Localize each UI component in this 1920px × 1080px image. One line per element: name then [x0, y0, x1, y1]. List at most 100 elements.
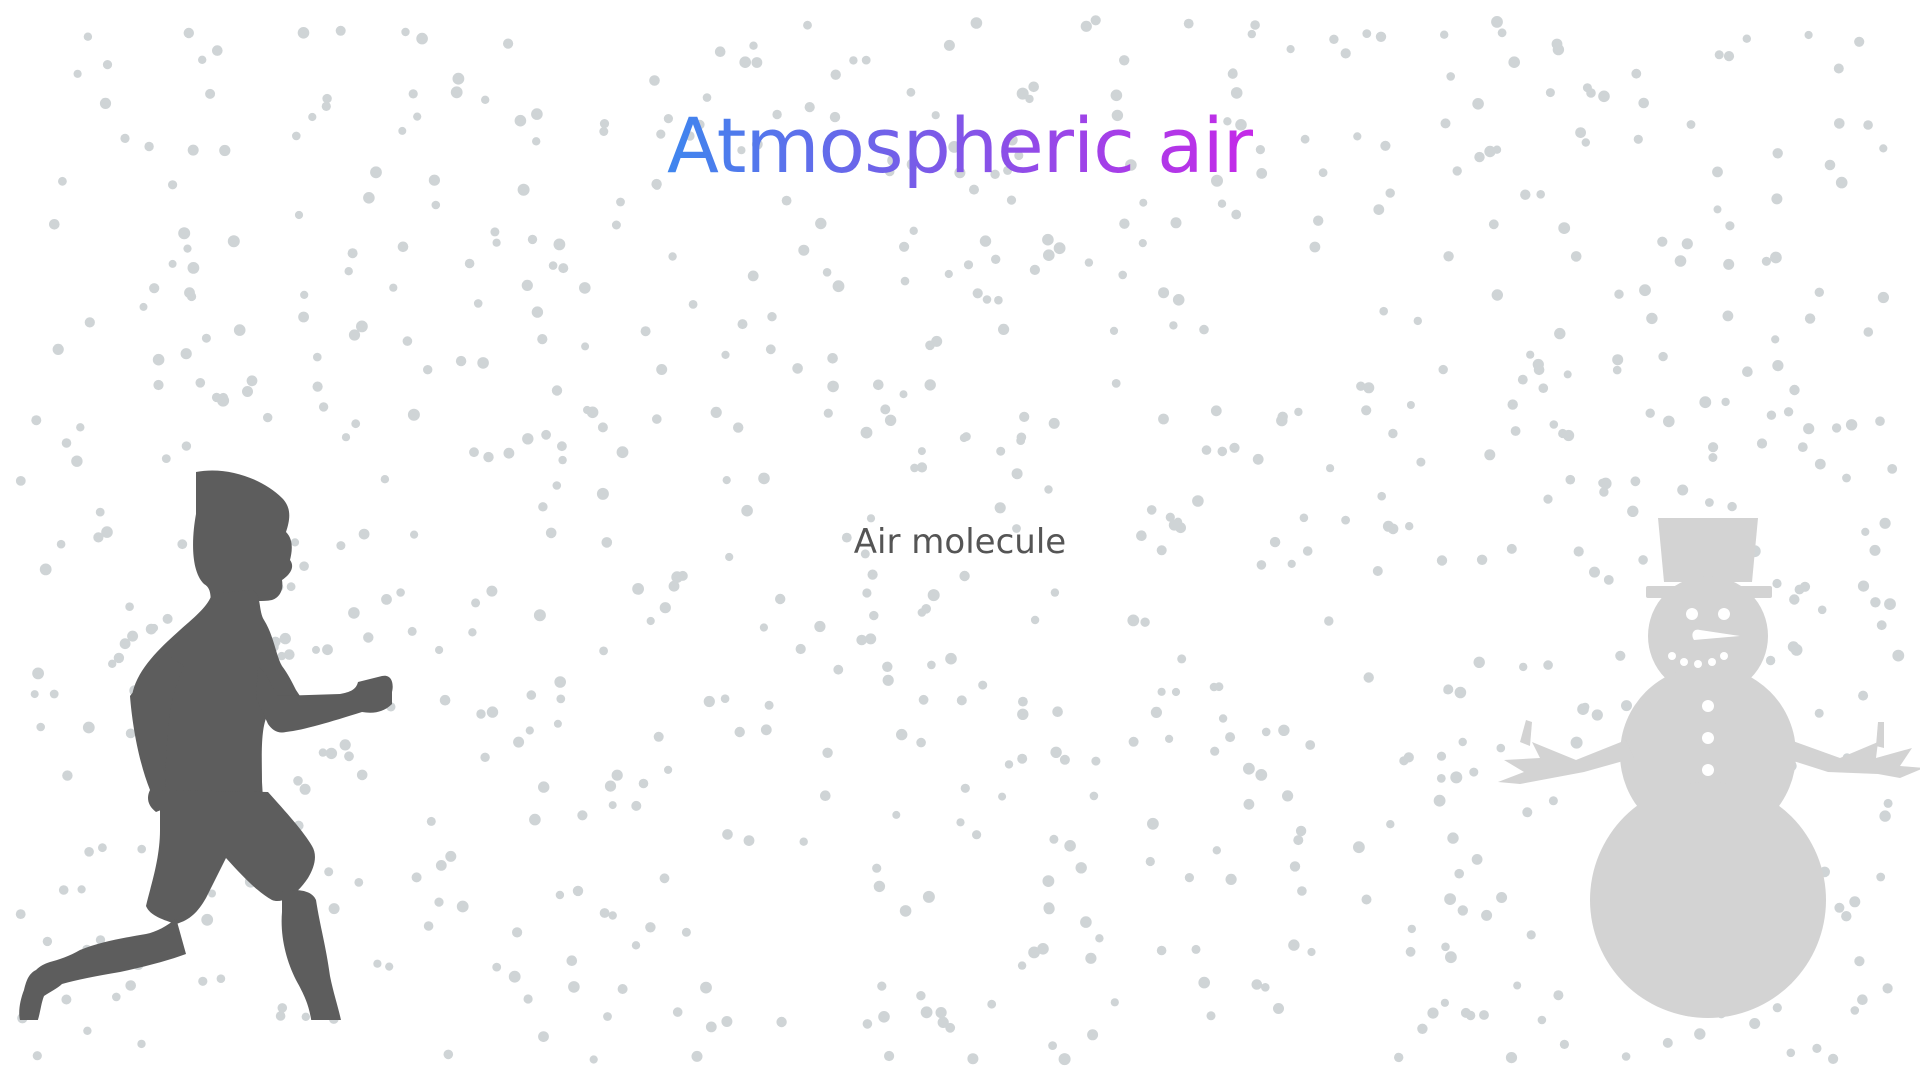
air-molecule [990, 169, 1000, 179]
air-molecule [1273, 1003, 1284, 1014]
air-molecule [1883, 798, 1893, 808]
air-molecule [39, 563, 52, 576]
air-molecule [677, 570, 688, 581]
air-molecule [827, 353, 838, 364]
air-molecule [956, 818, 965, 827]
air-molecule [531, 306, 544, 318]
air-molecule [538, 1031, 549, 1042]
air-molecule [456, 900, 469, 913]
air-molecule [1446, 72, 1455, 81]
air-molecule [410, 530, 419, 539]
air-molecule [313, 352, 322, 362]
air-molecule [803, 20, 812, 30]
air-molecule [1223, 117, 1232, 126]
air-molecule [522, 433, 534, 445]
air-molecule [1329, 34, 1339, 44]
air-molecule [1861, 527, 1870, 537]
air-molecule [1797, 442, 1808, 452]
air-molecule [531, 108, 543, 120]
air-molecule [1519, 662, 1528, 672]
air-molecule [1772, 1003, 1782, 1013]
air-molecule [1399, 756, 1409, 766]
air-molecule [996, 446, 1006, 456]
air-molecule [380, 475, 390, 484]
air-molecule [1170, 217, 1182, 229]
air-molecule [937, 1016, 949, 1028]
air-molecule [84, 847, 94, 857]
air-molecule [722, 476, 731, 485]
air-molecule [15, 909, 26, 919]
air-molecule [1526, 930, 1536, 940]
air-molecule [1723, 258, 1735, 270]
air-molecule [443, 1049, 454, 1060]
air-molecule [631, 941, 641, 950]
air-molecule [646, 616, 655, 626]
air-molecule [556, 694, 566, 704]
air-molecule [183, 244, 192, 253]
air-molecule [348, 607, 360, 619]
air-molecule [1772, 360, 1784, 372]
air-molecule [201, 913, 214, 926]
air-molecule [1048, 1041, 1057, 1050]
air-molecule [815, 217, 827, 230]
air-molecule [1621, 700, 1632, 712]
air-molecule [1761, 256, 1771, 266]
air-molecule [1042, 875, 1055, 887]
air-molecule [1006, 195, 1017, 205]
air-molecule [370, 166, 382, 179]
air-molecule [1831, 423, 1842, 433]
air-molecule [1471, 854, 1483, 865]
air-molecule [73, 69, 82, 78]
air-molecule [1472, 98, 1484, 110]
air-molecule [1447, 832, 1459, 844]
air-molecule [56, 539, 66, 549]
air-molecule [760, 724, 772, 736]
air-molecule [772, 109, 782, 120]
air-molecule [970, 17, 983, 29]
air-molecule [476, 709, 486, 719]
air-molecule [878, 1011, 890, 1023]
air-molecule [49, 219, 60, 230]
air-molecule [1261, 727, 1271, 737]
air-molecule [411, 872, 422, 883]
air-molecule [1476, 554, 1488, 565]
air-molecule [1028, 81, 1039, 93]
air-molecule [909, 226, 918, 235]
air-molecule [1444, 893, 1456, 905]
air-molecule [1243, 798, 1255, 810]
air-molecule [545, 527, 557, 539]
air-molecule [1858, 690, 1869, 701]
air-molecule [144, 141, 154, 152]
air-molecule [1603, 575, 1614, 585]
air-molecule [477, 357, 489, 369]
air-molecule [523, 994, 533, 1004]
air-molecule [1812, 1043, 1822, 1053]
air-molecule [149, 283, 160, 294]
air-molecule [1043, 903, 1055, 915]
air-molecule [1140, 617, 1150, 627]
air-molecule [685, 131, 695, 141]
air-molecule [1165, 512, 1175, 522]
air-molecule [899, 241, 910, 252]
air-molecule [301, 1012, 310, 1021]
air-molecule [1789, 594, 1800, 605]
air-molecule [328, 903, 340, 915]
air-molecule [1450, 771, 1463, 784]
air-molecule [1721, 397, 1730, 407]
air-molecule [1278, 724, 1290, 736]
air-molecule [553, 719, 562, 728]
air-molecule [1089, 791, 1099, 801]
air-molecule [416, 32, 428, 45]
air-molecule [1261, 983, 1270, 992]
air-molecule [435, 860, 447, 871]
air-molecule [450, 86, 463, 99]
air-molecule [322, 93, 332, 104]
air-molecule [804, 102, 815, 113]
air-molecule [1210, 746, 1220, 756]
air-molecule [322, 644, 333, 656]
air-molecule [1385, 188, 1395, 198]
air-molecule [1438, 364, 1448, 375]
air-molecule [776, 1016, 787, 1028]
air-molecule [1171, 687, 1181, 697]
